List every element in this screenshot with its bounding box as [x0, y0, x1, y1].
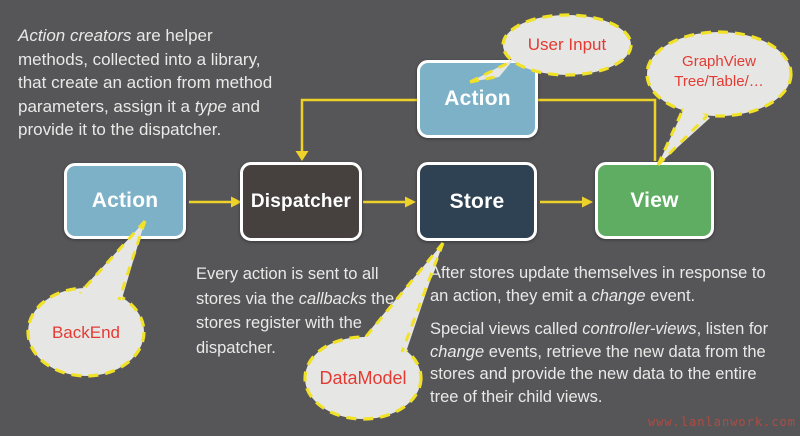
datamodel-callout-bubble [303, 242, 445, 421]
intro-line-1: Action creators are helper [18, 26, 213, 45]
action-box-left: Action [64, 163, 186, 239]
intro-line-4: parameters, assign it a type and [18, 96, 260, 116]
user-input-callout-bubble [469, 13, 633, 84]
store-note-line-2: an action, they emit a change event. [430, 286, 696, 305]
dispatcher-box-label: Dispatcher [250, 190, 352, 212]
action-box-left-label: Action [91, 189, 159, 212]
action-box-top-label: Action [444, 87, 511, 110]
backend-callout-label: BackEnd [51, 323, 121, 342]
graphview-callout-line1: GraphView [682, 53, 756, 70]
action-box-top: Action [417, 60, 538, 138]
graphview-callout-label: GraphView Tree/Table/… [647, 52, 791, 92]
datamodel-callout-label: DataModel [319, 368, 407, 388]
intro-line-5: provide it to the dispatcher. [18, 120, 222, 139]
views-note-line-3: stores and provide the new data to the e… [430, 365, 757, 383]
user-input-callout-label: User Input [527, 35, 607, 54]
arrowhead-store-view-icon [582, 196, 593, 208]
store-note-paragraph: After stores update themselves in respon… [430, 262, 766, 307]
dispatcher-note-line-3: stores register with the [196, 314, 362, 332]
store-box-label: Store [449, 189, 505, 213]
arrowhead-into-dispatcher-top-icon [295, 151, 309, 161]
store-note-line-1: After stores update themselves in respon… [430, 264, 766, 282]
action-creators-paragraph: Action creators are helper methods, coll… [18, 24, 272, 142]
dispatcher-note-line-1: Every action is sent to all [196, 265, 379, 283]
views-note-line-2: change events, retrieve the new data fro… [430, 342, 766, 361]
backend-callout-bubble [26, 219, 147, 378]
view-box-label: View [630, 188, 679, 212]
intro-line-2: methods, collected into a library, [18, 49, 261, 69]
dispatcher-note-line-2: stores via the callbacks the [196, 289, 395, 308]
graphview-callout-line2: Tree/Table/… [674, 73, 764, 90]
view-box: View [595, 162, 714, 239]
watermark-text: www.lanlanwork.com [647, 415, 796, 429]
views-note-line-1: Special views called controller-views, l… [430, 320, 769, 338]
arrowhead-action-dispatcher-icon [231, 196, 242, 208]
dispatcher-note-line-4: dispatcher. [196, 338, 276, 357]
intro-line-3: that create an action from method [18, 73, 273, 92]
dispatcher-note-paragraph: Every action is sent to all stores via t… [196, 262, 394, 360]
views-note-line-4: tree of their child views. [430, 387, 603, 406]
dispatcher-box: Dispatcher [240, 162, 362, 241]
store-box: Store [417, 162, 537, 241]
controller-views-note-paragraph: Special views called controller-views, l… [430, 318, 768, 408]
arrowhead-dispatcher-store-icon [405, 196, 416, 208]
graphview-callout-bubble [645, 30, 793, 167]
